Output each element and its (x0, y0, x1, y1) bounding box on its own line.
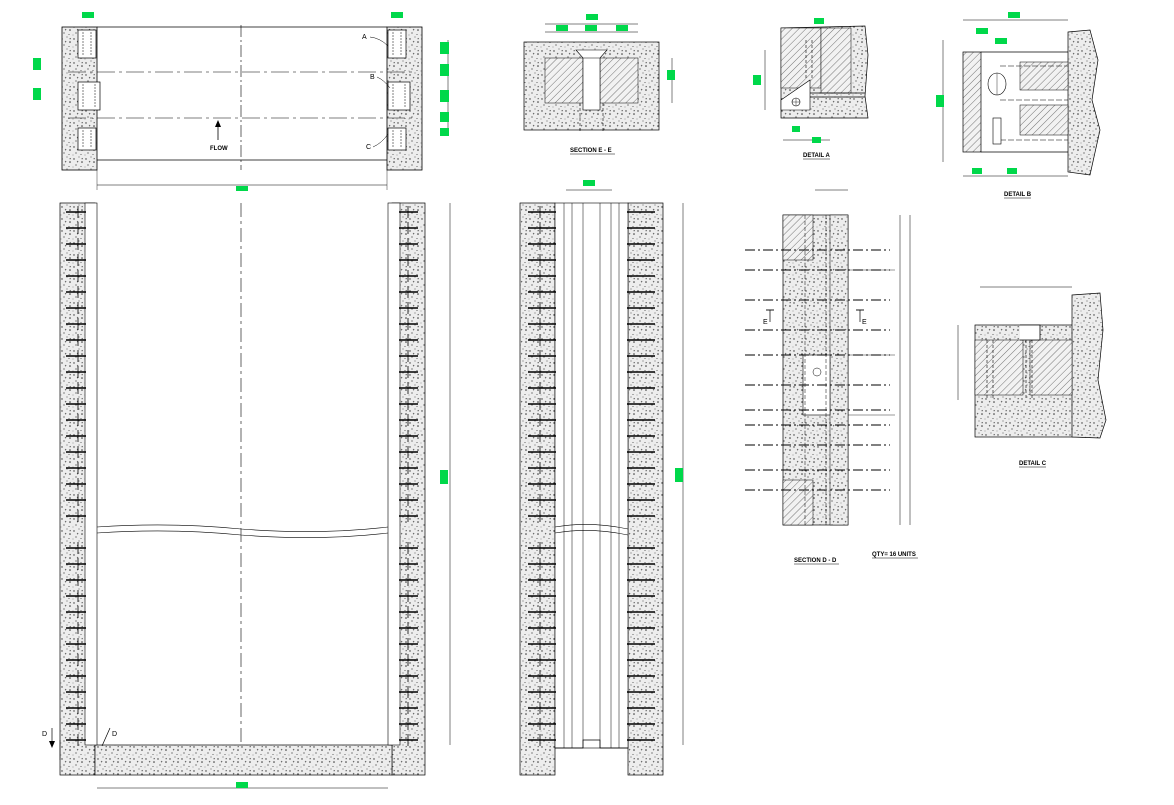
dimension-box (585, 25, 597, 31)
flow-arrow-icon (215, 120, 221, 140)
dimension-box (753, 75, 761, 85)
dimension-box (556, 25, 568, 31)
callout-d-left: D (42, 731, 47, 738)
groove-slot (77, 29, 97, 59)
dimension-box (82, 12, 94, 18)
hole-circle-icon (791, 97, 801, 107)
callout-e-left: E (763, 319, 768, 326)
detail-b: DETAIL B (936, 12, 1101, 199)
front-elevation: D D (42, 202, 451, 789)
groove-slot (387, 127, 407, 151)
dimension-box (936, 95, 944, 107)
dimension-box (236, 782, 248, 788)
dimension-box (792, 126, 800, 132)
callout-a: A (362, 34, 367, 41)
dimension-box (812, 137, 821, 143)
dimension-box (391, 12, 403, 18)
dimension-box (236, 186, 248, 191)
dimension-box (616, 25, 628, 31)
section-ee: SECTION E - E (523, 14, 675, 155)
qty-note: QTY= 16 UNITS (872, 552, 916, 558)
dimension-box (440, 90, 449, 102)
dimension-box (976, 28, 988, 34)
plan-view: FLOW A B C (33, 12, 449, 191)
section-dd-title: SECTION D - D (794, 558, 837, 564)
dimension-box (586, 14, 598, 20)
section-ee-title: SECTION E - E (570, 148, 612, 154)
detail-c-title: DETAIL C (1019, 461, 1047, 467)
detail-b-title: DETAIL B (1004, 192, 1032, 198)
callout-c: C (366, 144, 371, 151)
callout-d-right: D (112, 731, 117, 738)
dimension-box (33, 88, 41, 100)
side-elevation (519, 180, 684, 776)
dimension-box (1008, 12, 1020, 18)
section-dd: E E SECTION D - D QTY= 16 UNITS (745, 189, 918, 565)
dimension-box (583, 180, 595, 186)
dimension-box (33, 58, 41, 70)
section-cut-arrow-icon (766, 309, 864, 322)
detail-a: DETAIL A (753, 18, 869, 160)
dimension-box (1007, 168, 1017, 174)
groove-slot (387, 29, 407, 59)
flow-label: FLOW (210, 146, 228, 152)
dimension-box (667, 70, 675, 80)
dimension-box (440, 42, 449, 54)
dimension-box (440, 470, 448, 484)
groove-slot (387, 81, 411, 111)
callout-b: B (370, 74, 375, 81)
detail-a-title: DETAIL A (803, 153, 831, 159)
dimension-box (675, 468, 683, 482)
groove-slot (77, 81, 101, 111)
dimension-box (440, 112, 449, 122)
dimension-box (995, 38, 1007, 44)
dimension-box (440, 64, 449, 76)
dimension-box (814, 18, 824, 24)
callout-e-right: E (862, 319, 867, 326)
dimension-box (972, 168, 982, 174)
dimension-box (440, 128, 449, 136)
groove-slot (77, 127, 97, 151)
detail-c: DETAIL C (957, 286, 1107, 468)
